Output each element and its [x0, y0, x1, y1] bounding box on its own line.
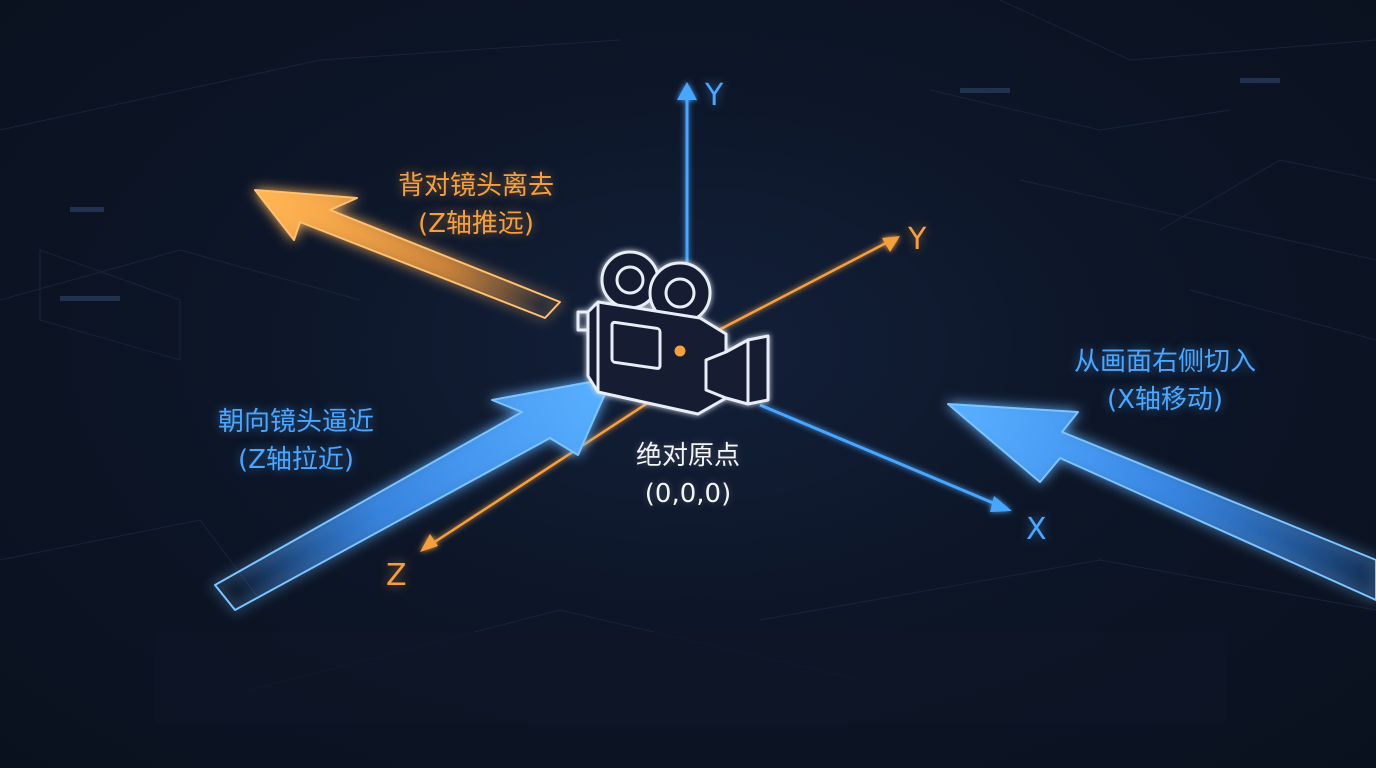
background-dots — [60, 78, 1280, 301]
x-axis-label: X — [1026, 512, 1047, 547]
away-arrow — [254, 189, 561, 319]
right-entry-label-line2: (X轴移动) — [1106, 384, 1224, 415]
right-entry-arrow — [947, 403, 1376, 601]
right-entry-label: 从画面右侧切入 (X轴移动) — [1074, 344, 1256, 419]
toward-arrow — [214, 377, 613, 611]
origin-label: 绝对原点 (0,0,0) — [636, 438, 740, 513]
origin-label-line1: 绝对原点 — [636, 441, 741, 471]
z-axis-line — [420, 236, 900, 552]
origin-label-line2: (0,0,0) — [644, 478, 732, 509]
toward-label: 朝向镜头逼近 (Z轴拉近) — [218, 404, 374, 479]
toward-label-line2: (Z轴拉近) — [237, 444, 355, 475]
bottom-panel — [155, 632, 1225, 724]
toward-label-line1: 朝向镜头逼近 — [218, 407, 375, 437]
x-axis-line — [759, 403, 1012, 512]
y-axis-diagonal-label: Y — [908, 222, 927, 257]
y-axis-vertical-label: Y — [705, 78, 724, 113]
away-label: 背对镜头离去 (Z轴推远) — [398, 168, 554, 243]
right-entry-label-line1: 从画面右侧切入 — [1074, 347, 1257, 377]
z-axis-label: Z — [386, 558, 407, 593]
away-label-line2: (Z轴推远) — [417, 208, 535, 239]
movie-camera-icon — [576, 250, 770, 416]
away-label-line1: 背对镜头离去 — [398, 171, 555, 201]
